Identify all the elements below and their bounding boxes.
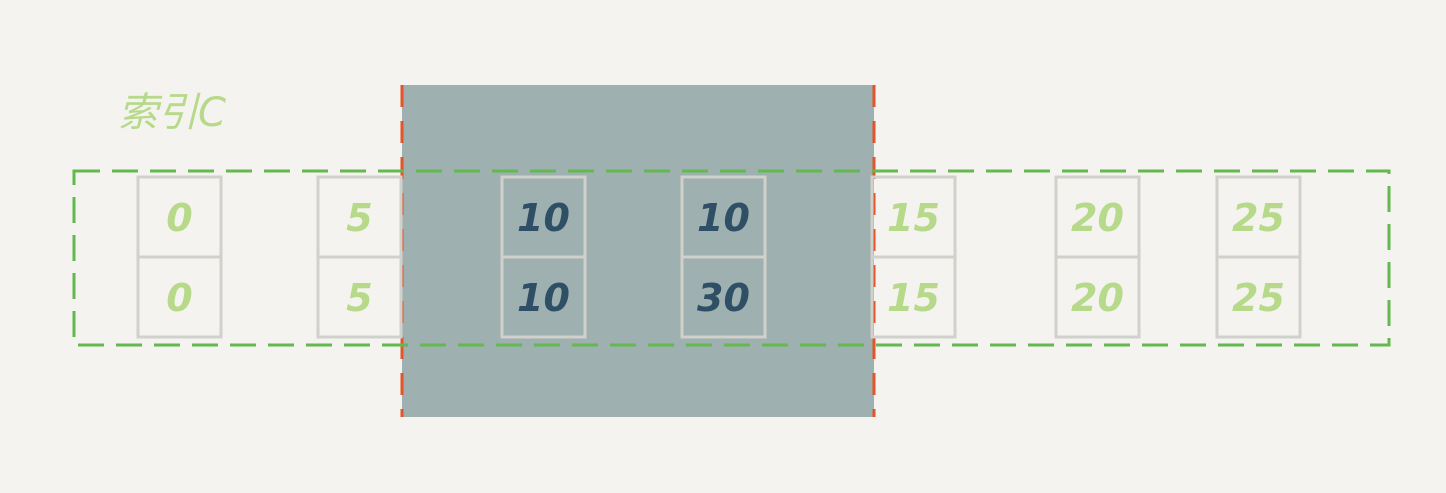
record-id-cell xyxy=(500,255,587,339)
record-id-value: 5 xyxy=(346,276,372,320)
record-c-value: 5 xyxy=(346,196,372,240)
record-id-value: 25 xyxy=(1232,276,1285,320)
record-c-value: 10 xyxy=(697,196,750,240)
record-id-cell xyxy=(680,255,767,339)
record-id-cell xyxy=(316,255,403,339)
record-id-cell xyxy=(136,255,223,339)
record-id-cell xyxy=(1215,255,1302,339)
record-id-cell xyxy=(1054,255,1141,339)
index-record: 00 xyxy=(136,175,223,339)
locked-range xyxy=(402,85,874,417)
record-c-value: 10 xyxy=(517,196,570,240)
record-c-value: 15 xyxy=(887,196,940,240)
record-id-value: 20 xyxy=(1071,276,1124,320)
index-c-boundary xyxy=(72,169,1391,347)
index-record: 55 xyxy=(316,175,403,339)
record-c-value: 25 xyxy=(1232,196,1285,240)
record-id-value: 15 xyxy=(887,276,940,320)
record-c-value: 0 xyxy=(166,196,192,240)
record-id-value: 10 xyxy=(517,276,570,320)
index-c-label: 索引C xyxy=(118,90,226,136)
record-c-value: 20 xyxy=(1071,196,1124,240)
index-record: 10 10 xyxy=(500,175,587,339)
index-record: 25 25 xyxy=(1215,175,1302,339)
index-record: 10 30 xyxy=(680,175,767,339)
record-id-cell xyxy=(870,255,957,339)
record-id-value: 30 xyxy=(697,276,750,320)
record-id-value: 0 xyxy=(166,276,192,320)
